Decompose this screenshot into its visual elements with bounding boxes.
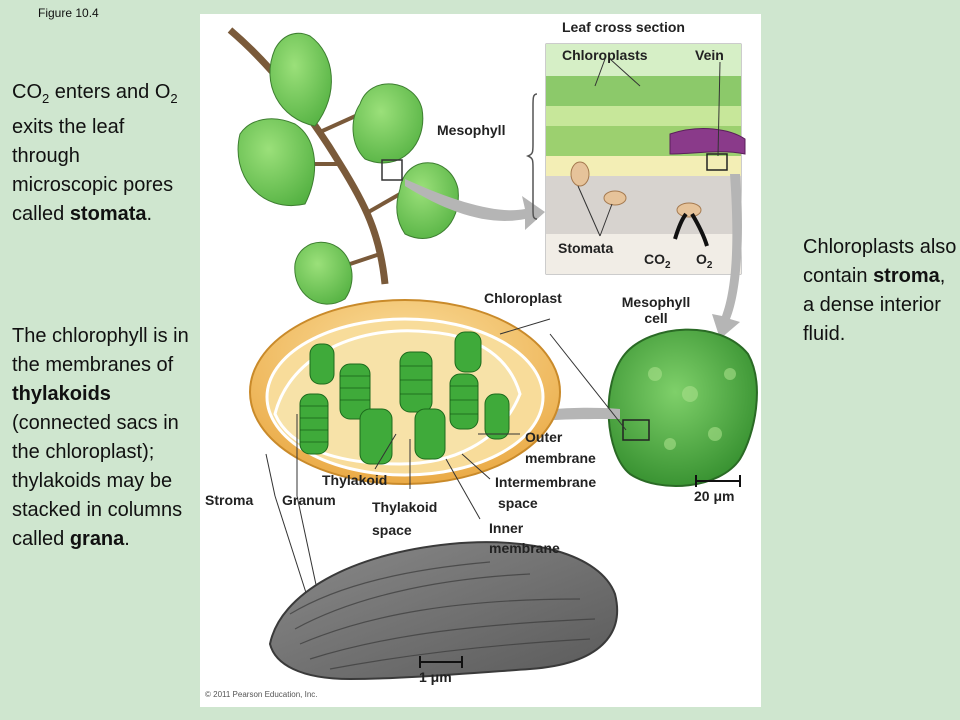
leaf-branch xyxy=(227,27,459,305)
zoom-arrow-3 xyxy=(505,400,620,432)
zoom-arrow-2 xyxy=(712,174,742,339)
label-o2: O2 xyxy=(696,251,713,271)
label-chloroplast: Chloroplast xyxy=(484,290,562,306)
label-granum: Granum xyxy=(282,492,336,508)
label-scale-20um: 20 μm xyxy=(694,488,735,504)
label-mesophyll: Mesophyll xyxy=(437,122,506,138)
thylakoid-explanation: The chlorophyll is in the membranes of t… xyxy=(12,325,189,550)
stomata-explanation: CO2 enters and O2 exits the leaf through… xyxy=(12,81,178,225)
label-scale-1um: 1 μm xyxy=(419,669,452,685)
mesophyll-cell xyxy=(607,328,758,487)
copyright-notice: © 2011 Pearson Education, Inc. xyxy=(205,690,318,699)
figure-label: Figure 10.4 xyxy=(38,6,99,20)
label-thylakoid: Thylakoid xyxy=(322,472,388,488)
leaf-cross-section xyxy=(525,43,746,275)
figure-panel: Leaf cross section Chloroplasts Vein Mes… xyxy=(200,14,761,707)
label-vein: Vein xyxy=(695,47,724,63)
label-leaf-cross-section: Leaf cross section xyxy=(562,19,685,35)
label-co2: CO2 xyxy=(644,251,671,271)
figure-illustration xyxy=(227,27,758,681)
label-stomata: Stomata xyxy=(558,240,614,256)
label-chloroplasts: Chloroplasts xyxy=(562,47,648,63)
zoom-arrow-1 xyxy=(405,179,545,230)
label-stroma: Stroma xyxy=(205,492,254,508)
stroma-explanation: Chloroplasts also contain stroma, a dens… xyxy=(803,236,957,345)
chloroplast-illustration xyxy=(249,299,627,600)
electron-micrograph xyxy=(268,541,619,681)
